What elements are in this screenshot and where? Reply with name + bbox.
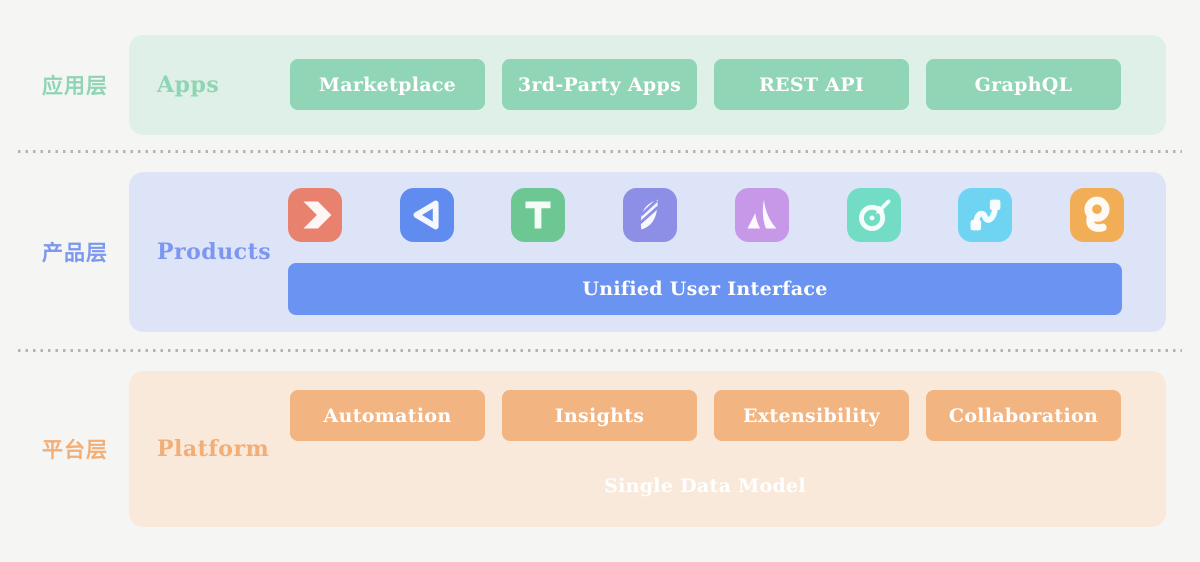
target-arrow-icon (846, 188, 901, 242)
automation-chip: Automation (290, 390, 485, 441)
rest-api-chip: REST API (714, 59, 909, 110)
insights-chip: Insights (502, 390, 697, 441)
letter-t-icon (511, 188, 566, 242)
feather-icon (623, 188, 678, 242)
extensibility-chip: Extensibility (714, 390, 909, 441)
platform-layer-title: Platform (157, 436, 270, 462)
collaboration-chip: Collaboration (926, 390, 1121, 441)
third-party-apps-chip: 3rd-Party Apps (502, 59, 697, 110)
dotted-separator (18, 349, 1182, 352)
products-layer-title: Products (157, 239, 272, 265)
graphql-chip: GraphQL (926, 59, 1121, 110)
platform-button-row: Automation Insights Extensibility Collab… (290, 390, 1121, 441)
single-data-model-bar: Single Data Model (604, 474, 806, 497)
products-layer-section: Products (129, 172, 1166, 332)
q-loupe-icon (1069, 188, 1124, 242)
chevron-arrow-icon (288, 188, 342, 242)
platform-layer-section: Platform Automation Insights Extensibili… (129, 371, 1166, 527)
apps-button-row: Marketplace 3rd-Party Apps REST API Grap… (290, 59, 1121, 110)
product-icons-row (288, 188, 1124, 242)
dotted-separator (18, 150, 1182, 153)
layer-label-apps-cn: 应用层 (42, 75, 108, 98)
apps-layer-section: Apps Marketplace 3rd-Party Apps REST API… (129, 35, 1166, 135)
triangle-loop-icon (399, 188, 454, 242)
unified-user-interface-bar: Unified User Interface (288, 263, 1122, 315)
layer-label-products-cn: 产品层 (42, 242, 108, 265)
marketplace-chip: Marketplace (290, 59, 485, 110)
apps-layer-title: Apps (157, 72, 220, 98)
connector-flow-icon (958, 188, 1013, 242)
mountain-a-icon (734, 188, 789, 242)
layer-label-platform-cn: 平台层 (42, 439, 108, 462)
